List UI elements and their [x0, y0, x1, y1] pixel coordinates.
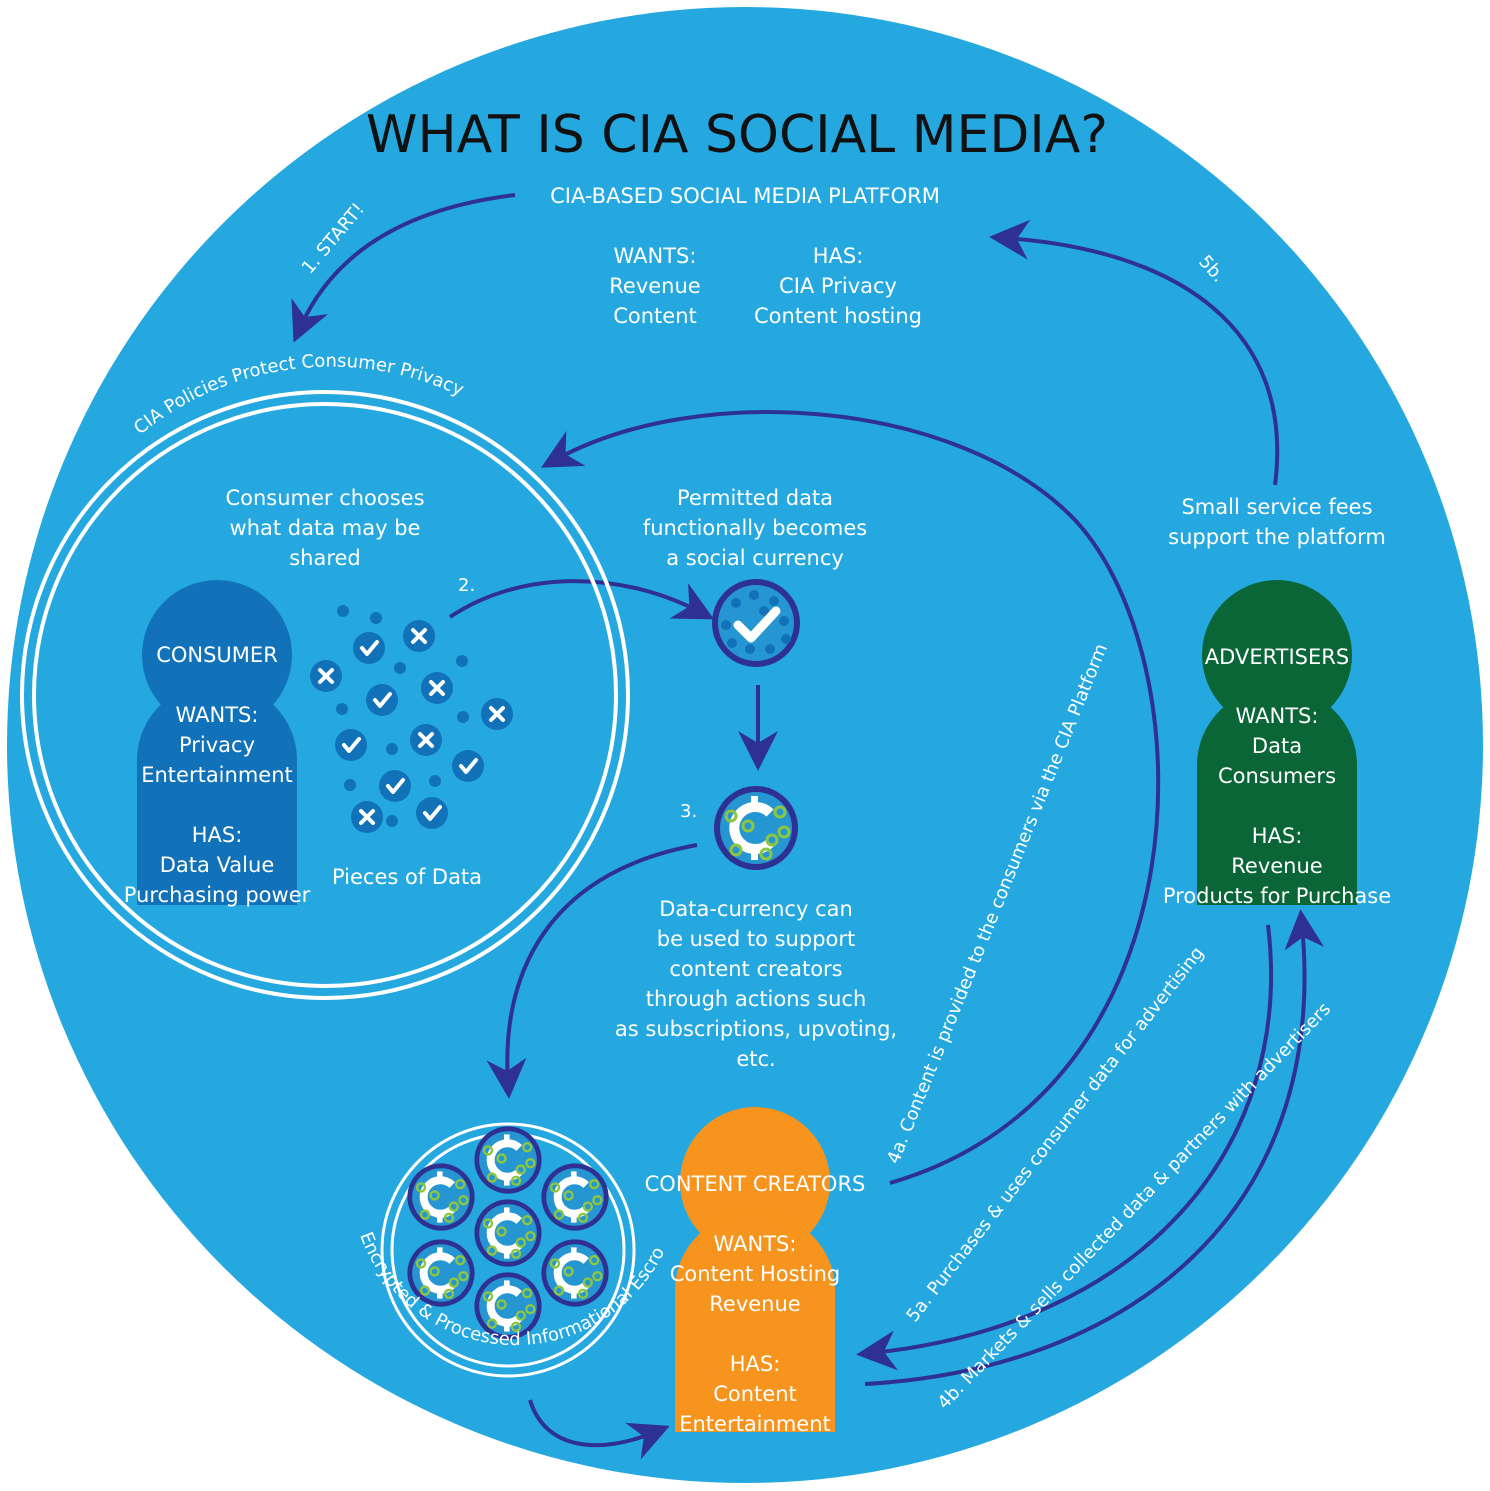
creators-has-label: HAS:: [730, 1352, 781, 1376]
data-dot: [394, 662, 406, 674]
checkmark-icon: [733, 606, 781, 643]
consumer-wants-item: Privacy: [179, 733, 255, 757]
data-dot: [386, 815, 398, 827]
cross-token-icon: [310, 660, 342, 692]
check-token-icon: [416, 797, 448, 829]
platform-wants-item: Content: [613, 304, 697, 328]
advertisers-name: ADVERTISERS: [1205, 645, 1349, 669]
creators-has-item: Entertainment: [679, 1412, 831, 1436]
consumer-chooses-line: shared: [289, 546, 361, 570]
privacy-ring-outer: [20, 390, 630, 1000]
arrow-4b: [864, 909, 1325, 1386]
data-dot: [386, 743, 398, 755]
currency-usage-line: be used to support: [657, 927, 856, 951]
privacy-ring-inner: [32, 402, 618, 988]
consumer-body: [137, 682, 297, 905]
pieces-label: Pieces of Data: [332, 865, 482, 889]
advertisers-wants-label: WANTS:: [1236, 704, 1319, 728]
cross-token-icon: [403, 620, 435, 652]
advertisers-wants-item: Consumers: [1218, 764, 1336, 788]
arrow-2: [448, 579, 715, 620]
data-dot: [337, 605, 349, 617]
advertisers-head: [1202, 580, 1352, 730]
currency-usage-line: Data-currency can: [659, 897, 853, 921]
creators-body: [675, 1212, 835, 1432]
platform-has-item: Content hosting: [754, 304, 922, 328]
check-token-icon: [335, 729, 367, 761]
currency-usage-line: etc.: [736, 1047, 775, 1071]
data-pieces: [310, 605, 513, 833]
flow-arrows: [291, 193, 1325, 1460]
step-3-label: 3.: [680, 801, 697, 822]
advertisers-has-item: Products for Purchase: [1163, 884, 1391, 908]
consumer-name: CONSUMER: [156, 643, 278, 667]
advertisers-figure: [1197, 580, 1357, 905]
check-token-icon: [366, 684, 398, 716]
platform-has-label: HAS:: [813, 244, 864, 268]
creators-name: CONTENT CREATORS: [645, 1172, 866, 1196]
escrow-coin-icon: [474, 1199, 541, 1266]
advertisers-body: [1197, 687, 1357, 905]
escrow-coin-icon: [407, 1163, 474, 1230]
creators-head: [680, 1107, 830, 1257]
creators-has-item: Content: [713, 1382, 797, 1406]
currency-usage-line: through actions such: [646, 987, 867, 1011]
permitted-line: Permitted data: [677, 486, 833, 510]
currency-usage-line: as subscriptions, upvoting,: [615, 1017, 897, 1041]
creators-figure: [675, 1107, 835, 1432]
consumer-wants-label: WANTS:: [176, 703, 259, 727]
cross-token-icon: [421, 672, 453, 704]
consumer-figure: [137, 580, 297, 905]
check-token-icon: [353, 632, 385, 664]
creators-wants-item: Content Hosting: [670, 1262, 840, 1286]
data-dot: [457, 711, 469, 723]
arrow-3: [486, 843, 698, 1099]
consumer-has-label: HAS:: [192, 823, 243, 847]
escrow-ring-outer: [380, 1122, 636, 1378]
check-token-icon: [452, 750, 484, 782]
step-2-label: 2.: [458, 575, 475, 596]
advertisers-has-label: HAS:: [1252, 824, 1303, 848]
cross-token-icon: [351, 801, 383, 833]
creators-wants-item: Revenue: [709, 1292, 800, 1316]
check-token-icon: [379, 770, 411, 802]
consumer-has-item: Purchasing power: [124, 883, 311, 907]
data-dot: [429, 775, 441, 787]
escrow-coin-icon: [541, 1163, 608, 1230]
fees-line: support the platform: [1168, 525, 1386, 549]
consumer-chooses-line: what data may be: [230, 516, 421, 540]
data-dot: [336, 703, 348, 715]
arrow-start: [291, 193, 516, 343]
permitted-line: a social currency: [666, 546, 844, 570]
platform-wants-label: WANTS:: [614, 244, 697, 268]
escrow-coin-icon: [541, 1239, 608, 1306]
currency-usage-line: content creators: [669, 957, 842, 981]
arrow-5b: [989, 219, 1280, 486]
arrow-4a: [540, 410, 1161, 1185]
platform-title: CIA-BASED SOCIAL MEDIA PLATFORM: [550, 184, 940, 208]
platform-wants-item: Revenue: [609, 274, 700, 298]
data-dot: [456, 655, 468, 667]
creators-wants-label: WANTS:: [714, 1232, 797, 1256]
data-dot: [370, 612, 382, 624]
arrow-5a: [856, 924, 1274, 1371]
advertisers-has-item: Revenue: [1231, 854, 1322, 878]
currency-coin-icon: [714, 786, 798, 870]
platform-has-item: CIA Privacy: [779, 274, 897, 298]
consumer-has-item: Data Value: [160, 853, 275, 877]
escrow-coin-icon: [474, 1126, 541, 1193]
permitted-data-badge: [712, 579, 800, 667]
advertisers-wants-item: Data: [1252, 734, 1302, 758]
consumer-wants-item: Entertainment: [141, 763, 293, 787]
arrow-escrow: [528, 1399, 670, 1460]
data-dot: [344, 779, 356, 791]
cross-token-icon: [410, 724, 442, 756]
permitted-line: functionally becomes: [643, 516, 867, 540]
fees-line: Small service fees: [1181, 495, 1372, 519]
cross-token-icon: [481, 698, 513, 730]
page-title: WHAT IS CIA SOCIAL MEDIA?: [366, 105, 1108, 165]
consumer-chooses-line: Consumer chooses: [225, 486, 424, 510]
